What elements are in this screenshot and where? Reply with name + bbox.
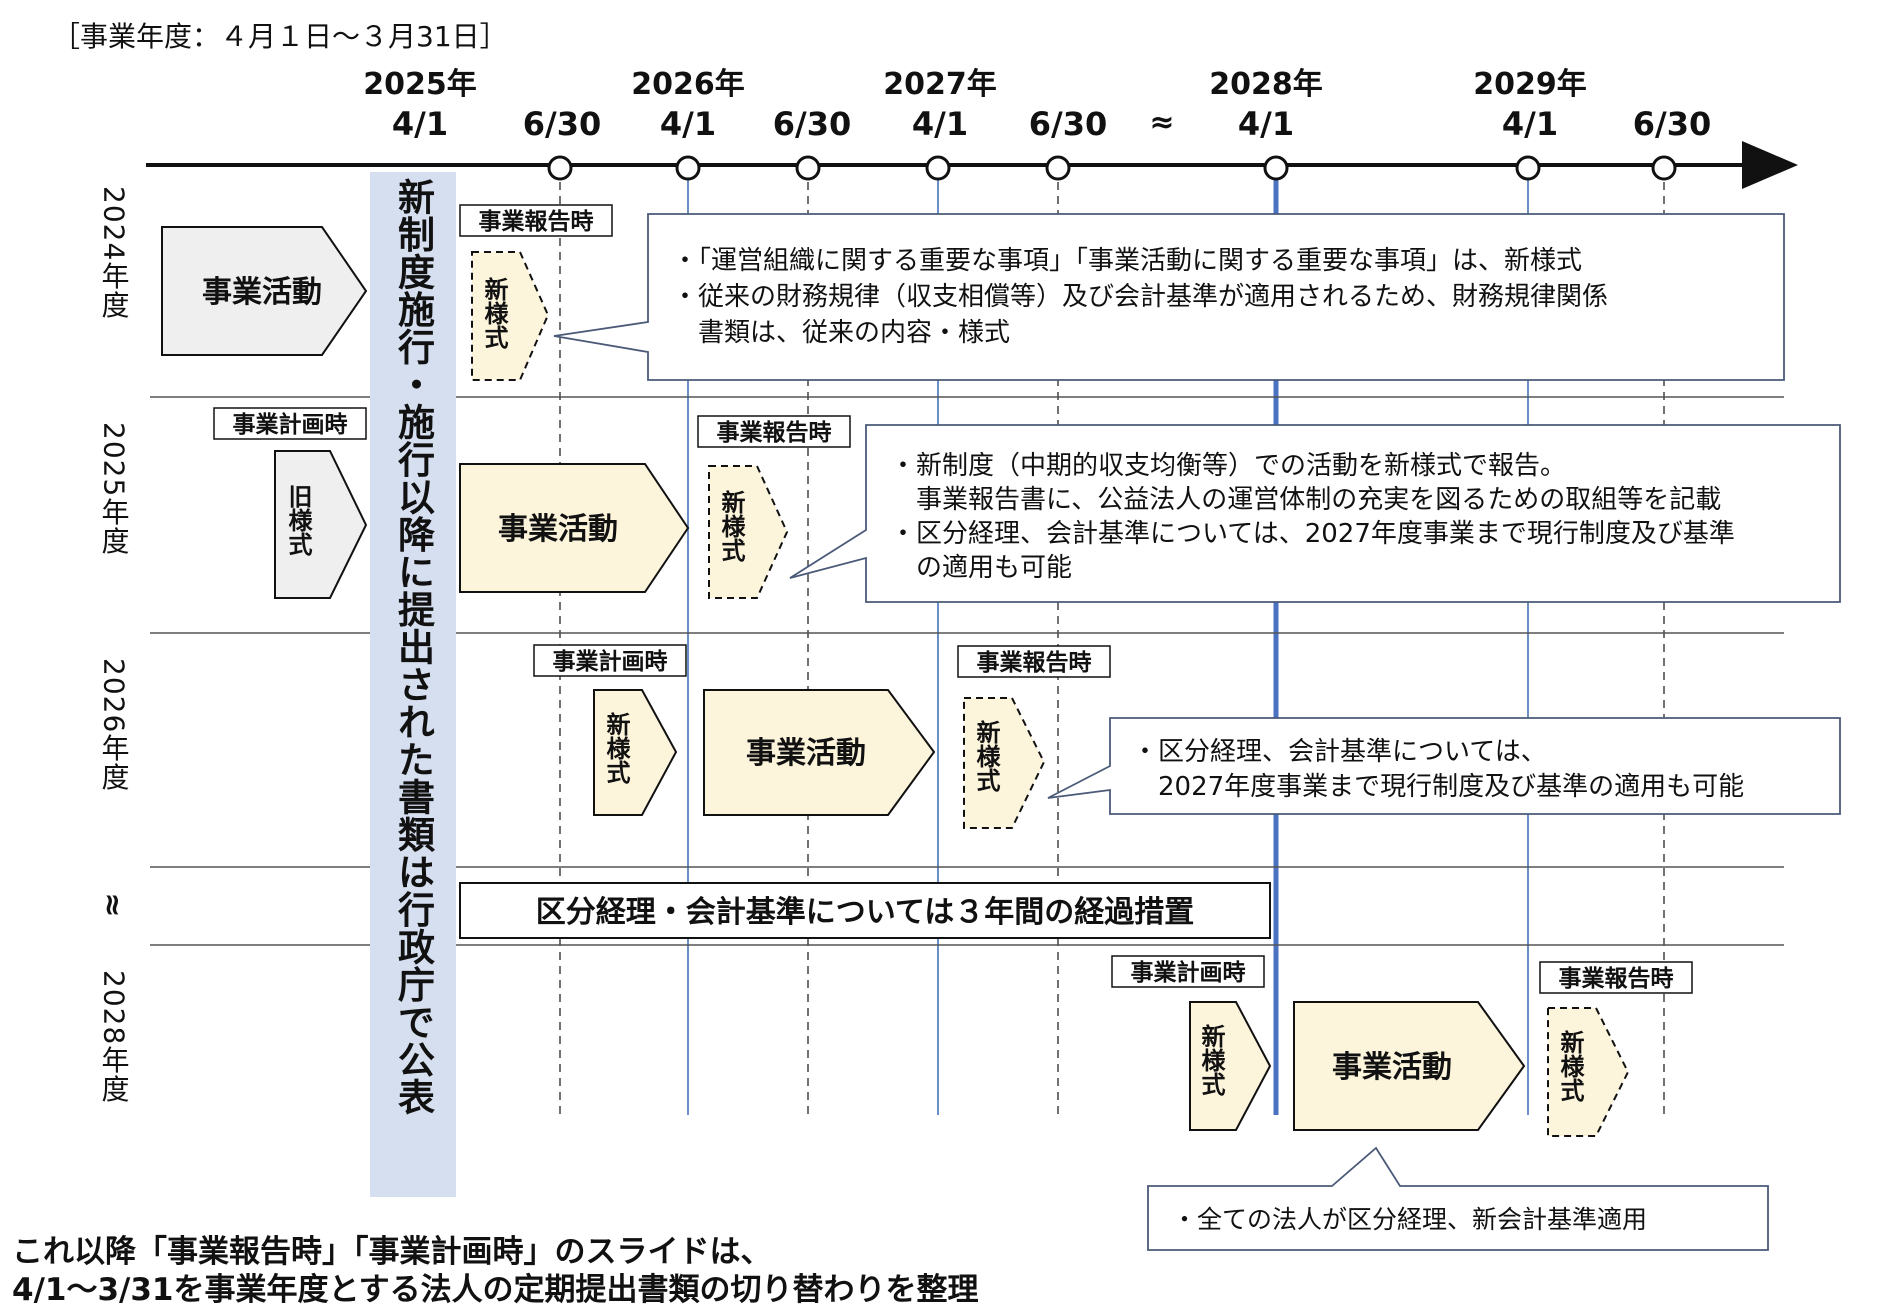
report-time-tag-2025 bbox=[697, 415, 851, 448]
row-labels: 2024年度 2025年度 2026年度 ≈ 2028年度 bbox=[95, 186, 131, 1103]
year-label: 2028年 bbox=[1209, 67, 1323, 102]
callout-2025-line: の適用も可能 bbox=[890, 553, 1072, 583]
marker-4-1-2027 bbox=[925, 155, 951, 181]
report-time-label-2024: 事業報告時 bbox=[479, 208, 594, 235]
marker-4-1-2028 bbox=[1263, 155, 1289, 181]
callout-2028-line: ・全ての法人が区分経理、新会計基準適用 bbox=[1172, 1205, 1647, 1234]
activity-arrow-2026 bbox=[703, 689, 936, 816]
plan-time-tag-2026 bbox=[533, 644, 687, 677]
footer-line-2: 4/1～3/31を事業年度とする法人の定期提出書類の切り替わりを整理 bbox=[12, 1272, 979, 1308]
marker-4-1-2026 bbox=[675, 155, 701, 181]
callout-2024: ・「運営組織に関する重要な事項」「事業活動に関する重要な事項」は、新様式 ・従来… bbox=[553, 213, 1785, 381]
new-form-doc-2026-plan bbox=[593, 689, 678, 816]
callout-2025-line: ・区分経理、会計基準については、2027年度事業まで現行制度及び基準 bbox=[890, 519, 1735, 549]
new-form-doc-2025 bbox=[708, 465, 789, 599]
new-form-label-2028-plan: 新様式 bbox=[1197, 1023, 1225, 1097]
new-form-doc-2026-report bbox=[963, 697, 1046, 829]
date-label: 4/1 bbox=[1502, 105, 1558, 143]
marker-6-30-2025 bbox=[547, 155, 573, 181]
marker-4-1-2029 bbox=[1515, 155, 1541, 181]
callout-2028-box bbox=[1147, 1146, 1769, 1251]
transition-box bbox=[459, 882, 1271, 939]
new-form-label-2025: 新様式 bbox=[717, 489, 745, 563]
year-label: 2029年 bbox=[1473, 67, 1587, 102]
activity-arrow-2024 bbox=[161, 226, 368, 356]
date-label: 6/30 bbox=[773, 105, 851, 143]
old-form-label-2025: 旧様式 bbox=[284, 484, 312, 557]
new-form-label-2024: 新様式 bbox=[480, 276, 508, 350]
year-label: 2027年 bbox=[883, 67, 997, 102]
public-disclosure-banner-text: 新制度施行・施行以降に提出された書類は行政庁で公表 bbox=[392, 178, 436, 1116]
callout-2024-box bbox=[553, 213, 1785, 381]
plan-time-label-2025: 事業計画時 bbox=[233, 411, 348, 438]
row-label-2026: 2026年度 bbox=[98, 658, 131, 791]
plan-time-tag-2025 bbox=[213, 407, 367, 440]
marker-6-30-2027 bbox=[1045, 155, 1071, 181]
date-label: 6/30 bbox=[1633, 105, 1711, 143]
footer-line-1: これ以降「事業報告時」「事業計画時」のスライドは、 bbox=[12, 1234, 772, 1270]
report-time-tag-2024 bbox=[459, 204, 613, 237]
row-label-2025: 2025年度 bbox=[98, 422, 131, 555]
callout-2025: ・新制度（中期的収支均衡等）での活動を新様式で報告。 事業報告書に、公益法人の運… bbox=[789, 424, 1841, 603]
row-label-2028: 2028年度 bbox=[98, 970, 131, 1103]
date-label: 4/1 bbox=[660, 105, 716, 143]
new-form-doc-2028-report bbox=[1547, 1007, 1630, 1137]
callout-2026: ・区分経理、会計基準については、 2027年度事業まで現行制度及び基準の適用も可… bbox=[1047, 717, 1841, 815]
report-time-tag-2028 bbox=[1539, 961, 1693, 994]
callout-2026-line: ・区分経理、会計基準については、 bbox=[1132, 737, 1547, 767]
report-time-label-2028: 事業報告時 bbox=[1559, 965, 1674, 992]
year-label: 2025年 bbox=[363, 67, 477, 102]
date-label: 4/1 bbox=[1238, 105, 1294, 143]
row-break-mark: ≈ bbox=[95, 892, 130, 917]
callout-2026-box bbox=[1047, 717, 1841, 815]
year-label: 2026年 bbox=[631, 67, 745, 102]
date-label: 4/1 bbox=[392, 105, 448, 143]
activity-label-2028: 事業活動 bbox=[1332, 1050, 1452, 1085]
public-disclosure-banner bbox=[370, 172, 456, 1197]
new-form-doc-2024 bbox=[471, 251, 550, 381]
callout-2025-line: 事業報告書に、公益法人の運営体制の充実を図るための取組等を記載 bbox=[890, 485, 1721, 515]
date-label: 6/30 bbox=[1029, 105, 1107, 143]
callout-2026-line: 2027年度事業まで現行制度及び基準の適用も可能 bbox=[1132, 772, 1744, 802]
activity-arrow-2028 bbox=[1293, 1001, 1526, 1131]
date-label: 4/1 bbox=[912, 105, 968, 143]
report-time-label-2025: 事業報告時 bbox=[717, 419, 832, 446]
report-time-label-2026: 事業報告時 bbox=[977, 649, 1092, 676]
callout-2024-line: 書類は、従来の内容・様式 bbox=[672, 318, 1010, 348]
new-form-label-2026-plan: 新様式 bbox=[602, 711, 630, 785]
new-form-doc-2028-plan bbox=[1189, 1001, 1272, 1131]
date-label: 6/30 bbox=[523, 105, 601, 143]
plan-time-label-2026: 事業計画時 bbox=[553, 648, 668, 675]
timeline-markers bbox=[547, 155, 1677, 181]
row-label-2024: 2024年度 bbox=[98, 186, 131, 319]
callout-2024-line: ・「運営組織に関する重要な事項」「事業活動に関する重要な事項」は、新様式 bbox=[672, 246, 1582, 276]
activity-label-2025: 事業活動 bbox=[498, 512, 618, 547]
old-form-doc-2025 bbox=[274, 450, 368, 599]
callout-2024-line: ・従来の財務規律（収支相償等）及び会計基準が適用されるため、財務規律関係 bbox=[672, 282, 1608, 312]
new-form-label-2028-report: 新様式 bbox=[1556, 1029, 1584, 1103]
callout-2025-box bbox=[789, 424, 1841, 603]
callout-2028: ・全ての法人が区分経理、新会計基準適用 bbox=[1147, 1146, 1769, 1251]
activity-arrow-2025 bbox=[459, 463, 690, 593]
plan-time-label-2028: 事業計画時 bbox=[1131, 959, 1246, 986]
plan-time-tag-2028 bbox=[1111, 955, 1265, 988]
activity-label-2024: 事業活動 bbox=[202, 275, 322, 310]
fiscal-year-note: ［事業年度：４月１日～３月31日］ bbox=[52, 20, 508, 53]
timeline-labels: 2025年 4/1 6/30 2026年 4/1 6/30 2027年 4/1 … bbox=[363, 67, 1711, 143]
callout-2025-line: ・新制度（中期的収支均衡等）での活動を新様式で報告。 bbox=[890, 451, 1566, 481]
report-time-tag-2026 bbox=[957, 645, 1111, 678]
marker-6-30-2026 bbox=[795, 155, 821, 181]
marker-6-30-2029 bbox=[1651, 155, 1677, 181]
break-mark: ≈ bbox=[1149, 105, 1174, 140]
activity-label-2026: 事業活動 bbox=[746, 736, 866, 771]
new-form-label-2026-report: 新様式 bbox=[972, 719, 1000, 793]
transition-box-text: 区分経理・会計基準については３年間の経過措置 bbox=[536, 895, 1195, 930]
